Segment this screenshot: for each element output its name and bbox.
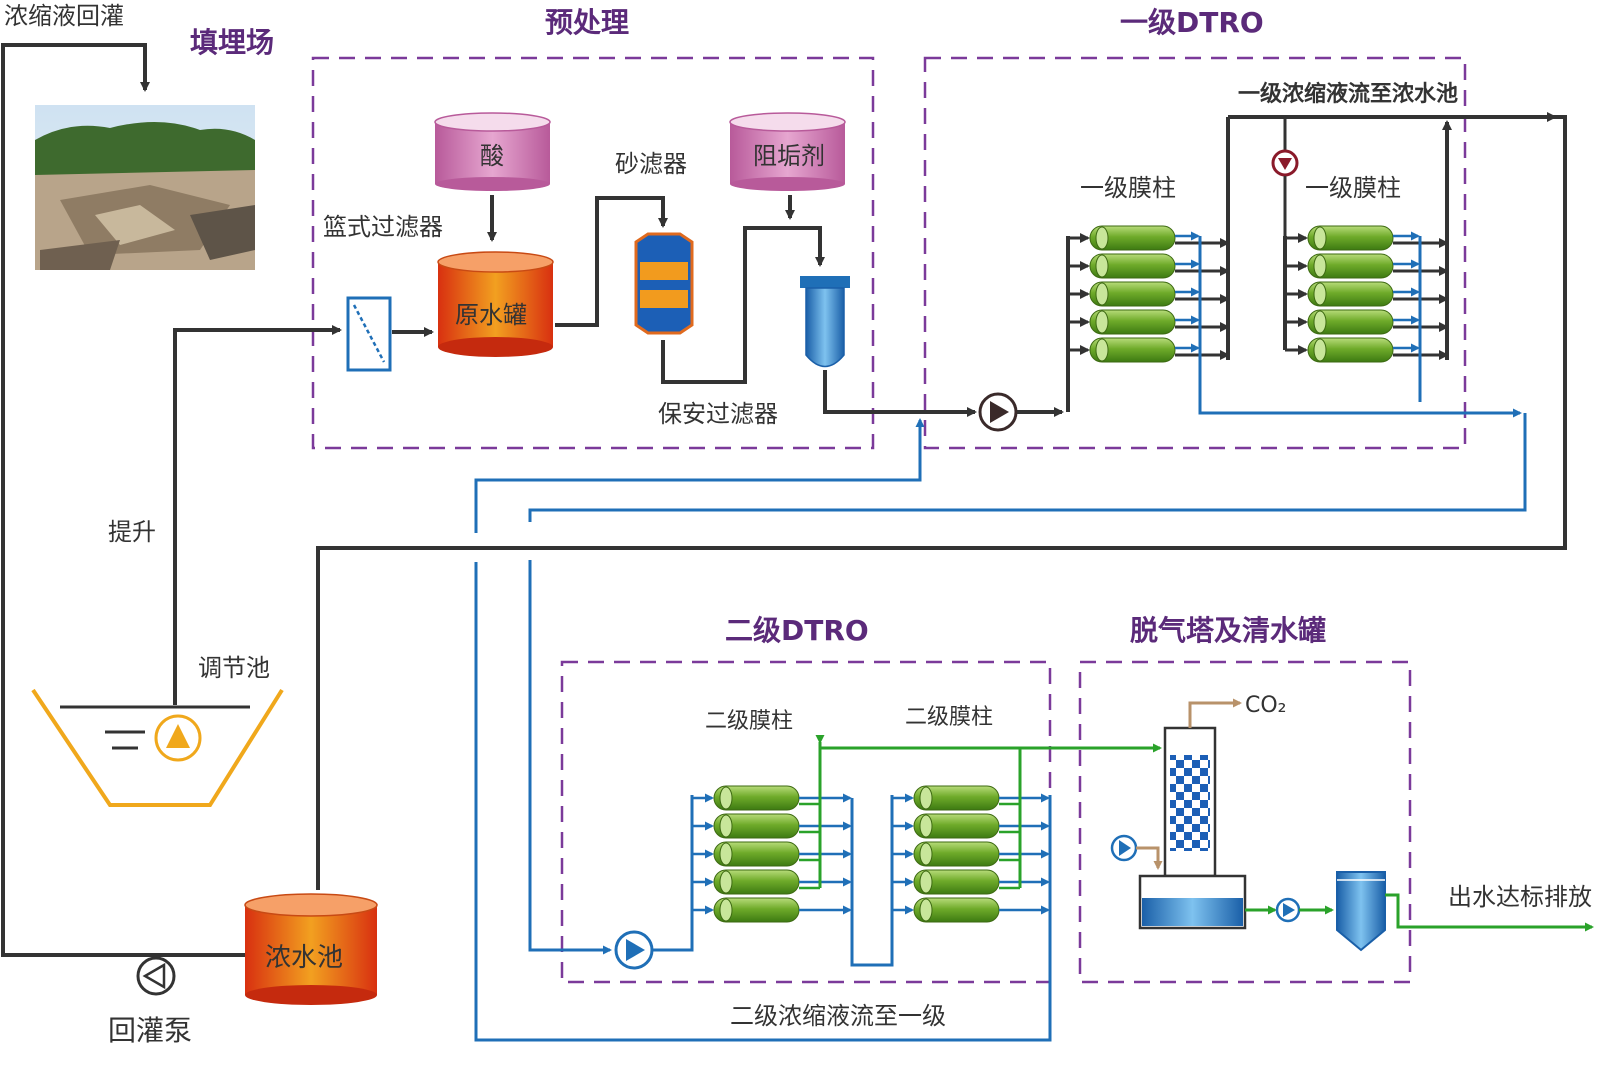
stage1-column-block-b — [1283, 120, 1452, 402]
stage1-column-block-a — [1066, 117, 1522, 418]
stage2-column-block-b — [892, 748, 1050, 923]
label-stage1-column-a: 一级膜柱 — [1080, 174, 1176, 202]
stage2-border — [560, 660, 1052, 984]
label-co2: CO₂ — [1245, 693, 1287, 718]
label-recharge-top: 浓缩液回灌 — [4, 2, 124, 30]
sand-filter — [634, 232, 694, 335]
stage2-column-block-a — [690, 735, 852, 923]
recharge-line — [1, 43, 245, 957]
final-vessel — [1336, 871, 1386, 952]
section-title-pretreatment: 预处理 — [545, 6, 629, 39]
section-title-landfill: 填埋场 — [190, 26, 274, 59]
antiscalant-tank — [729, 112, 846, 191]
security-filter — [800, 276, 850, 368]
label-stage1-column-b: 一级膜柱 — [1305, 174, 1401, 202]
section-title-stage1: 一级DTRO — [1120, 6, 1264, 39]
label-sand-filter: 砂滤器 — [615, 150, 687, 178]
basket-filter — [346, 296, 392, 372]
label-stage2-concentrate: 二级浓缩液流至一级 — [730, 1002, 946, 1030]
stage1-pump-icon — [978, 392, 1018, 432]
clean-water-tank — [1138, 874, 1247, 930]
label-antiscalant: 阻垢剂 — [753, 142, 825, 170]
label-raw-tank: 原水罐 — [455, 301, 527, 329]
label-acid: 酸 — [480, 142, 504, 170]
label-discharge: 出水达标排放 — [1448, 883, 1592, 911]
concentrate-pool — [244, 893, 378, 1005]
recharge-pump-icon — [136, 956, 176, 996]
acid-tank — [434, 112, 551, 191]
label-recharge-pump: 回灌泵 — [108, 1014, 192, 1047]
label-basket-filter: 篮式过滤器 — [323, 213, 443, 241]
label-stage1-concentrate: 一级浓缩液流至浓水池 — [1238, 81, 1458, 107]
pretreatment-border — [311, 56, 875, 450]
label-stage2-column-a: 二级膜柱 — [705, 709, 793, 734]
section-title-degas: 脱气塔及清水罐 — [1130, 614, 1326, 647]
label-concentrate-pool: 浓水池 — [265, 943, 343, 973]
stage1-border — [923, 56, 1467, 450]
blower-icon — [1110, 834, 1138, 862]
lift-line — [173, 325, 342, 705]
stage2-pump-icon — [614, 930, 654, 970]
landfill-photo — [35, 105, 255, 270]
label-regulating-pool: 调节池 — [198, 654, 270, 682]
label-security-filter: 保安过滤器 — [658, 400, 778, 428]
degas-border — [1078, 660, 1412, 984]
label-lift: 提升 — [108, 518, 156, 546]
stage1-booster-pump-icon — [1271, 149, 1299, 177]
product-pump-icon — [1275, 897, 1301, 923]
raw-water-tank — [437, 251, 554, 357]
label-stage2-column-b: 二级膜柱 — [905, 705, 993, 730]
regulating-pool — [31, 688, 284, 807]
degassing-tower — [1163, 726, 1217, 878]
section-title-stage2: 二级DTRO — [725, 614, 869, 647]
